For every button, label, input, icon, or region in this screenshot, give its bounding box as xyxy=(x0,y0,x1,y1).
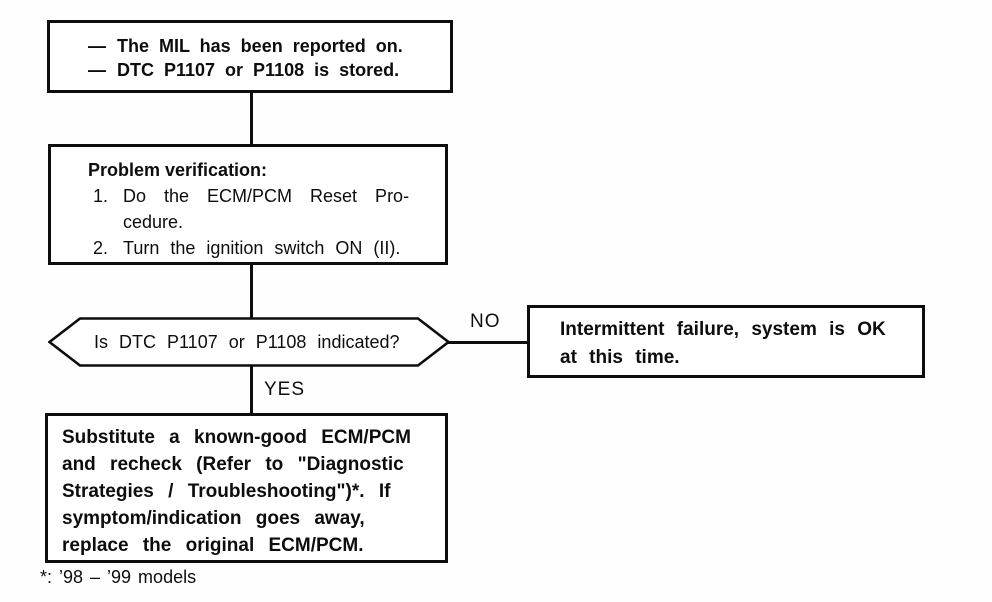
start-condition-text: The MIL has been reported on. xyxy=(117,36,403,56)
decision-hexagon: Is DTC P1107 or P1108 indicated? xyxy=(48,317,450,367)
intermittent-failure-line: Intermittent failure, system is OK xyxy=(560,319,886,340)
intermittent-failure-box: Intermittent failure, system is OK at th… xyxy=(527,305,925,378)
start-condition-line: — The MIL has been reported on. xyxy=(88,34,450,58)
verification-title: Problem verification: xyxy=(88,160,268,180)
start-condition-box: — The MIL has been reported on. — DTC P110… xyxy=(47,20,453,93)
connector-no-branch xyxy=(447,341,528,344)
step-text-line: Do the ECM/PCM Reset Pro- xyxy=(123,186,410,206)
connector-start-to-verification xyxy=(250,91,253,145)
step-number: 1. xyxy=(93,186,109,206)
start-condition-line: — DTC P1107 or P1108 is stored. xyxy=(88,58,450,82)
problem-verification-box: Problem verification: 1. Do the ECM/PCM … xyxy=(48,144,448,265)
start-condition-text: DTC P1107 or P1108 is stored. xyxy=(117,60,400,80)
step-text: Do the ECM/PCM Reset Pro- cedure. xyxy=(123,183,409,235)
substitute-ecm-box: Substitute a known-good ECM/PCM and rech… xyxy=(45,413,448,563)
footnote: *: ’98 – ’99 models xyxy=(40,567,197,587)
substitute-ecm-line: replace the original ECM/PCM. xyxy=(62,535,364,556)
substitute-ecm-line: symptom/indication goes away, xyxy=(62,508,365,529)
step-number: 2. xyxy=(93,238,109,258)
substitute-ecm-line: and recheck (Refer to "Diagnostic xyxy=(62,454,404,475)
decision-question: Is DTC P1107 or P1108 indicated? xyxy=(94,331,400,352)
connector-yes-branch xyxy=(250,366,253,414)
substitute-ecm-line: Substitute a known-good ECM/PCM xyxy=(62,427,411,448)
verification-step: 1. Do the ECM/PCM Reset Pro- cedure. xyxy=(93,183,445,235)
step-text-line: cedure. xyxy=(123,212,184,232)
connector-verification-to-decision xyxy=(250,263,253,318)
verification-step: 2. Turn the ignition switch ON (II). xyxy=(93,235,445,261)
intermittent-failure-line: at this time. xyxy=(560,347,680,368)
dash-bullet: — xyxy=(88,36,106,56)
no-branch-label: NO xyxy=(470,311,501,332)
step-text: Turn the ignition switch ON (II). xyxy=(123,235,400,261)
step-text-line: Turn the ignition switch ON (II). xyxy=(123,238,401,258)
dash-bullet: — xyxy=(88,60,106,80)
substitute-ecm-line: Strategies / Troubleshooting")*. If xyxy=(62,481,391,502)
yes-branch-label: YES xyxy=(264,379,306,400)
